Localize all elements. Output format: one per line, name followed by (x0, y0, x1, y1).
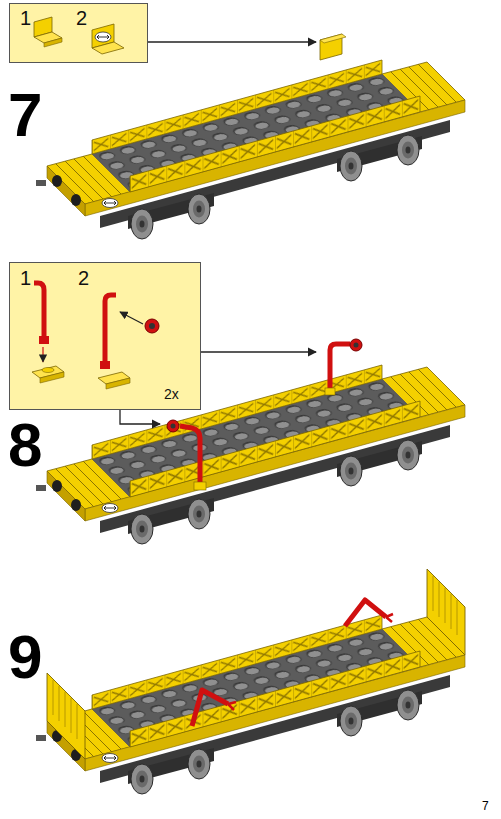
pointer-arrow (120, 410, 160, 424)
wagon-step-7-part (36, 60, 465, 239)
wagon-step-8-part (194, 482, 206, 490)
page-number: 7 (482, 800, 489, 812)
pointer-arrow (148, 41, 316, 42)
part-number: 1 (20, 267, 31, 289)
wagon-step-7-part (320, 34, 346, 43)
callout-parts-7-part (44, 38, 62, 47)
callout-box: 12 (9, 3, 148, 63)
wagon-step-8-part (350, 339, 362, 351)
callout-panel (9, 3, 148, 63)
wagon-step-9-part (228, 702, 236, 710)
wagon-step-7 (36, 34, 465, 239)
callout-box: 1 2 2x (9, 262, 201, 410)
callout-parts-8-part (40, 372, 64, 383)
wagon-step-9-part (427, 569, 465, 655)
part-number: 1 (20, 7, 31, 29)
step-number: 9 (8, 626, 42, 688)
quantity-label: 2x (164, 387, 179, 402)
wagon-step-8-part (330, 344, 350, 392)
callout-parts-7-part (97, 35, 109, 39)
wagon-step-8-part (325, 388, 335, 395)
wagon-step-9 (36, 569, 465, 794)
callout-parts-8 (32, 283, 159, 389)
wagon-step-9-part (36, 615, 465, 794)
callout-parts-8-part (39, 336, 49, 344)
wagon-step-8-part (354, 343, 359, 348)
callout-parts-8-part (145, 319, 159, 333)
callout-parts-8-part (34, 283, 44, 340)
pointer-arrow (201, 351, 316, 352)
step-number: 7 (8, 84, 42, 146)
wagon-step-9-part (345, 600, 386, 626)
callout-parts-8-part (42, 368, 54, 373)
callout-parts-8-part (105, 295, 116, 365)
wagon-step-8-part (167, 420, 179, 432)
wagon-step-9-part (192, 690, 228, 726)
callout-parts-8-part (149, 323, 155, 329)
part-number: 2 (78, 267, 89, 289)
step-number: 8 (8, 414, 42, 476)
wagon-step-8-part (171, 424, 176, 429)
wagon-step-9-part (433, 576, 457, 635)
wagon-step-8-part (36, 365, 465, 544)
wagon-step-9-part (386, 614, 393, 622)
wagon-step-9-part (47, 673, 85, 759)
callout-parts-7-part (92, 42, 124, 54)
wagon-step-8-part (180, 426, 200, 486)
callout-panel (9, 262, 201, 410)
callout-parts-8-part (42, 347, 43, 362)
callout-parts-8-part (120, 312, 143, 324)
part-number: 2 (76, 7, 87, 29)
callout-parts-8-part (100, 361, 110, 369)
callout-parts-7-part (95, 32, 111, 42)
wagon-step-9-part (53, 680, 77, 739)
callout-parts-8-part (106, 378, 130, 389)
wagon-step-8 (36, 339, 465, 544)
